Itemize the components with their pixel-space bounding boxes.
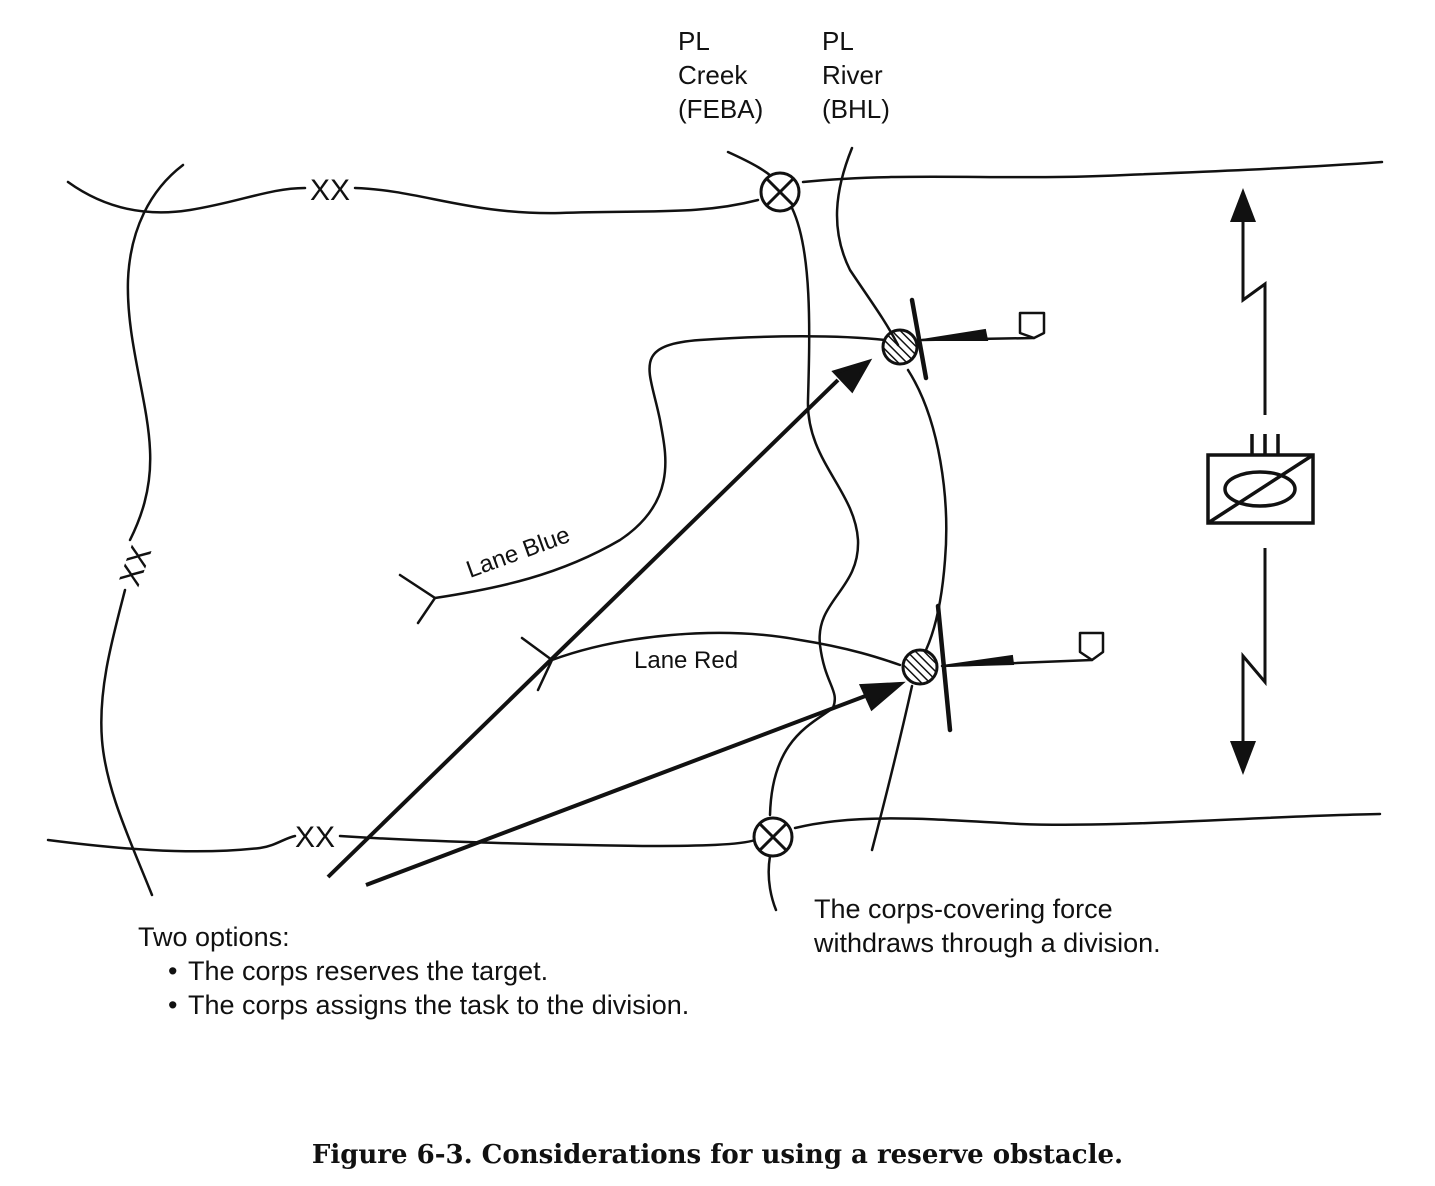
- options-heading: Two options:: [138, 922, 290, 952]
- upper-axis-arrow-shaft: [326, 378, 840, 879]
- bottom-boundary-line-2: [338, 834, 757, 848]
- demolition-flag-icon: [1078, 631, 1105, 662]
- bottom-boundary-line-3: [793, 812, 1382, 830]
- pl-river-line-3: [870, 684, 914, 852]
- left-boundary-line: [126, 163, 185, 542]
- covering-force-note: The corps-covering force withdraws throu…: [814, 892, 1161, 960]
- lane-red-label: Lane Red: [634, 647, 738, 674]
- axis-arrow-icon: [858, 681, 906, 712]
- lane-red-route: [550, 631, 902, 667]
- figure-caption: Figure 6-3. Considerations for using a r…: [311, 1140, 1124, 1170]
- lane-blue-label: Lane Blue: [463, 521, 574, 583]
- upper-flag-wedge: [921, 328, 989, 341]
- crossing-point-icon: [752, 816, 794, 858]
- pl-creek-line-2: [768, 206, 860, 817]
- right-axis-upper: [1241, 220, 1267, 415]
- covering-force-line1: The corps-covering force: [814, 894, 1113, 924]
- pl-creek-line-3: [767, 854, 778, 912]
- reserve-obstacle-icon: [901, 648, 939, 686]
- list-item: The corps reserves the target.: [162, 954, 689, 988]
- top-boundary-mark: XX: [310, 174, 350, 207]
- pl-river-line-2: [906, 368, 948, 652]
- axis-arrow-icon: [831, 358, 873, 394]
- lower-obstacle-barrier: [935, 603, 953, 733]
- unit-symbol-icon: [1206, 434, 1315, 525]
- lane-blue-start-mark: [398, 573, 437, 625]
- crossing-point-icon: [759, 171, 801, 213]
- left-boundary-line-2: [100, 588, 154, 897]
- demolition-flag-icon: [1018, 311, 1046, 340]
- pl-creek-label-line2: Creek: [678, 60, 748, 90]
- pl-river-line: [835, 146, 900, 347]
- options-note: Two options: The corps reserves the targ…: [138, 920, 689, 1022]
- reserve-obstacle-icon: [881, 328, 919, 366]
- top-boundary-line: [66, 180, 307, 214]
- bottom-boundary-line: [46, 834, 297, 853]
- pl-creek-label-line1: PL: [678, 26, 710, 56]
- pl-creek-label-line3: (FEBA): [678, 94, 763, 124]
- pl-river-label-line2: River: [822, 60, 883, 90]
- pl-river-label-line3: (BHL): [822, 94, 890, 124]
- bottom-boundary-mark: XX: [295, 821, 335, 854]
- pl-river-label-line1: PL: [822, 26, 854, 56]
- left-boundary-mark: XX: [114, 541, 159, 590]
- top-boundary-line-2: [353, 186, 760, 215]
- lower-axis-arrow-shaft: [365, 693, 869, 887]
- lower-flag-wedge: [941, 654, 1015, 667]
- list-item: The corps assigns the task to the divisi…: [162, 988, 689, 1022]
- axis-arrow-icon: [1230, 741, 1256, 775]
- covering-force-line2: withdraws through a division.: [814, 928, 1161, 958]
- upper-obstacle-barrier: [909, 297, 929, 381]
- options-list: The corps reserves the target. The corps…: [162, 954, 689, 1022]
- top-boundary-line-3: [801, 160, 1384, 184]
- lane-blue-route: [433, 335, 887, 600]
- axis-arrow-icon: [1230, 188, 1256, 222]
- right-axis-lower: [1241, 548, 1267, 745]
